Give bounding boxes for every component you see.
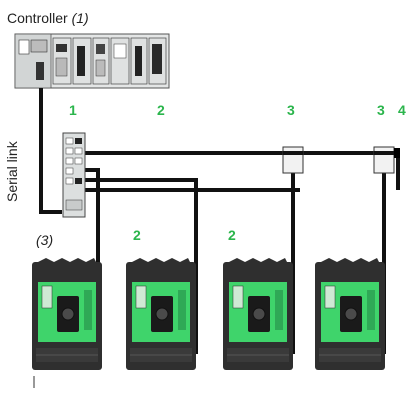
breaker-side-strip bbox=[178, 290, 186, 330]
tee-connector-b bbox=[373, 146, 395, 174]
breaker-side-strip bbox=[367, 290, 375, 330]
callout-terminator: 4 bbox=[398, 102, 406, 118]
breaker-dial-icon bbox=[155, 307, 169, 321]
controller-name: Controller bbox=[7, 10, 68, 26]
trunk-cable bbox=[84, 151, 400, 190]
controller-label: Controller (1) bbox=[7, 11, 89, 25]
serial-link-label: Serial link bbox=[4, 141, 20, 202]
breaker-dial-icon bbox=[344, 307, 358, 321]
controller-rack bbox=[14, 33, 170, 89]
callout-tee-a: 3 bbox=[287, 102, 295, 118]
controller-note: (1) bbox=[71, 10, 89, 26]
breaker-dial-icon bbox=[252, 307, 266, 321]
breaker-toggle-icon bbox=[324, 285, 336, 309]
breaker-side-strip bbox=[84, 290, 92, 330]
breaker-top-terminals bbox=[321, 258, 379, 262]
callout-drop-cable-a: 2 bbox=[133, 227, 141, 243]
breaker-3 bbox=[223, 258, 293, 370]
callout-trunk-cable: 2 bbox=[157, 102, 165, 118]
breaker-top-terminals bbox=[132, 258, 190, 262]
splitter-module bbox=[62, 132, 86, 218]
breaker-2 bbox=[126, 258, 196, 370]
serial-link-cable bbox=[39, 88, 62, 214]
breaker-4 bbox=[315, 258, 385, 370]
breaker-top-terminals bbox=[229, 258, 287, 262]
breaker-toggle-icon bbox=[135, 285, 147, 309]
callout-drop-cable-b: 2 bbox=[228, 227, 236, 243]
tee-connector-a bbox=[282, 146, 304, 174]
breaker-toggle-icon bbox=[232, 285, 244, 309]
line-terminator bbox=[394, 148, 400, 158]
breaker-dial-icon bbox=[61, 307, 75, 321]
breaker-side-strip bbox=[275, 290, 283, 330]
breaker-toggle-icon bbox=[41, 285, 53, 309]
breakers-row bbox=[32, 258, 385, 370]
breaker-1 bbox=[32, 258, 102, 370]
callout-tee-b: 3 bbox=[377, 102, 385, 118]
breaker-top-terminals bbox=[38, 258, 96, 262]
callout-splitter: 1 bbox=[69, 102, 77, 118]
callout-interface-note: (3) bbox=[36, 232, 54, 248]
